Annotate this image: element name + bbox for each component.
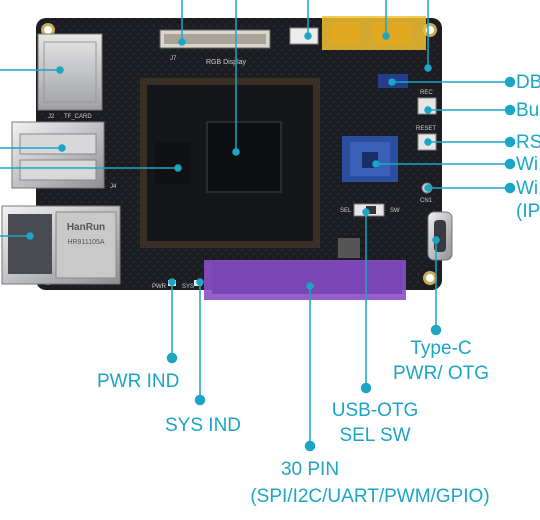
- callout-typec-sub: PWR/ OTG: [392, 363, 490, 384]
- tf-card-slot: [37, 33, 103, 111]
- inductor: [338, 238, 360, 258]
- sw-silk: SW: [390, 208, 400, 214]
- rgb-display-fpc: RGB Display: [159, 29, 271, 66]
- callout-30pin-sub: (SPI/I2C/UART/PWM/GPIO): [250, 486, 490, 507]
- callout-ipex: (IP: [516, 201, 540, 222]
- connector-body-left: [330, 22, 360, 44]
- small-connector: [289, 27, 319, 45]
- callout-typec-title: Type-C: [410, 338, 472, 359]
- wifi-module: [342, 136, 398, 182]
- callout-30pin-title: 30 PIN: [280, 459, 340, 480]
- ethernet-jack: HanRun HR911105A: [1, 205, 121, 285]
- callout-reset: RS: [516, 132, 540, 153]
- rgb-display-silk: RGB Display: [206, 59, 247, 66]
- switch-knob: [366, 206, 376, 214]
- pwr-silk: PWR: [152, 284, 167, 290]
- sel-silk: SEL: [340, 208, 352, 214]
- callout-button: Bu: [516, 100, 540, 121]
- gpio-header: [204, 260, 406, 300]
- j4-silk: J4: [110, 184, 117, 190]
- cn1-silk: CN1: [420, 198, 433, 204]
- j7-silk: J7: [170, 56, 177, 62]
- sys-silk: SYS: [182, 284, 194, 290]
- soc-module: [140, 78, 320, 248]
- ethernet-brand: HanRun: [67, 222, 105, 233]
- callout-sys-ind: SYS IND: [165, 415, 242, 436]
- reset-silk: RESET: [416, 126, 436, 132]
- callout-pwr-ind: PWR IND: [97, 371, 180, 392]
- callout-debug: DB: [516, 72, 540, 93]
- callout-usbotg-title: USB-OTG: [331, 400, 419, 421]
- callout-wifi-antenna: Wi: [516, 178, 539, 199]
- ethernet-model: HR911105A: [67, 239, 104, 246]
- callout-wifi: Wi: [516, 154, 539, 175]
- tf-card-silk: TF_CARD: [64, 114, 92, 120]
- usb-c-connector: [427, 211, 453, 261]
- connector-body-right: [372, 22, 412, 44]
- callout-lines: [0, 0, 516, 452]
- rec-silk: REC: [420, 90, 433, 96]
- callout-usbotg-sub: SEL SW: [339, 425, 411, 446]
- usb-a-connector: [11, 121, 105, 189]
- j2-silk: J2: [48, 114, 55, 120]
